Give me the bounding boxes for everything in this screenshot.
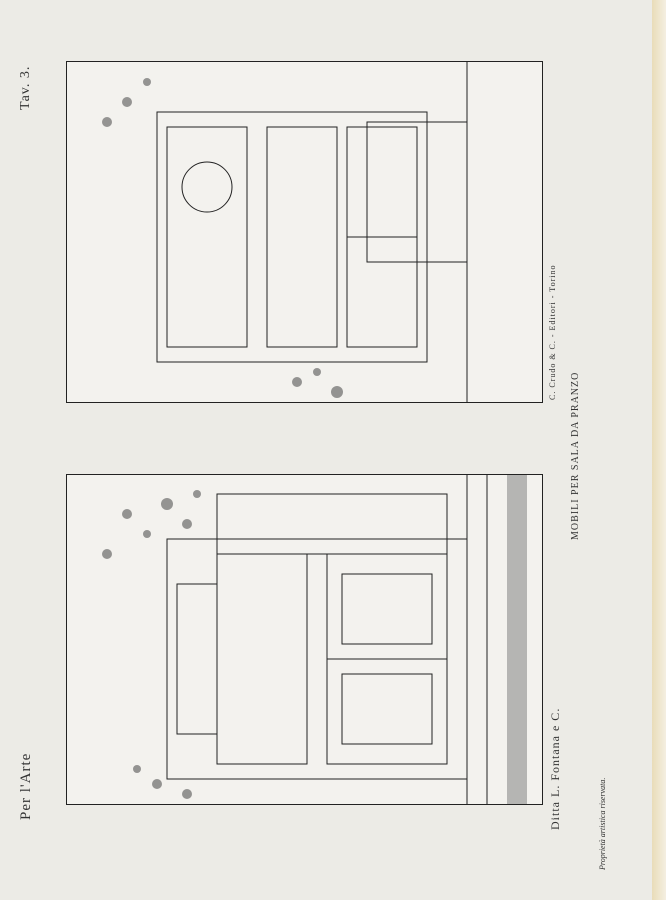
illustration-sideboard-left [66,474,543,805]
plate-title: MOBILI PER SALA DA PRANZO [570,371,581,540]
page-edge [652,0,666,900]
journal-title: Per l'Arte [18,752,34,820]
firm-name: Ditta L. Fontana e C. [548,707,562,830]
illustration-sideboard-right [66,61,543,403]
rights-notice: Proprietà artistica riservata. [598,777,607,870]
plate-number: Tav. 3. [18,65,33,110]
publisher: C. Crudo & C. - Editori - Torino [548,264,557,400]
